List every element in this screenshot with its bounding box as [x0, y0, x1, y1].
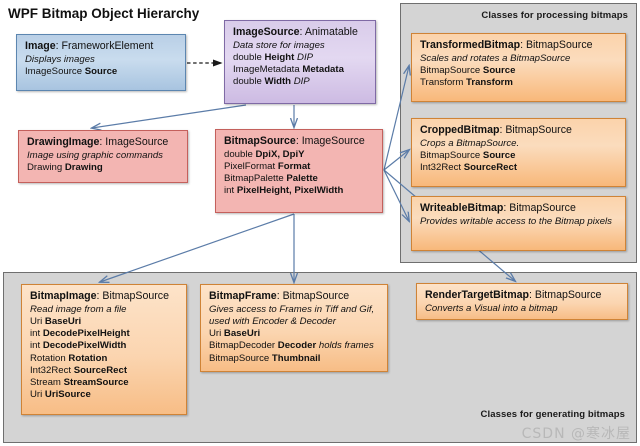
class-name-writeablebitmap: WriteableBitmap: [420, 202, 504, 214]
class-member-imagesource-2: double Width DIP: [233, 76, 310, 88]
class-member-bitmapimage-4: Int32Rect SourceRect: [30, 364, 128, 376]
class-member-bitmapimage-5: Stream StreamSource: [30, 377, 129, 389]
class-box-bitmapsource[interactable]: BitmapSource: ImageSource double DpiX, D…: [215, 129, 383, 213]
class-member-bitmapimage-1: int DecodePixelHeight: [30, 328, 130, 340]
class-desc-croppedbitmap: Crops a BitmapSource.: [420, 137, 520, 149]
class-base-writeablebitmap: : BitmapSource: [503, 202, 576, 214]
class-member-croppedbitmap-0: BitmapSource Source: [420, 149, 516, 161]
class-desc-rendertargetbitmap: Converts a Visual into a bitmap: [425, 302, 558, 314]
class-member-bitmapframe-1: BitmapDecoder Decoder holds frames: [209, 340, 374, 352]
class-base-bitmapframe: : BitmapSource: [276, 290, 350, 302]
class-title-bitmapsource: BitmapSource: ImageSource: [224, 135, 375, 149]
class-name-drawingimage: DrawingImage: [27, 136, 100, 148]
class-base-imagesource: : Animatable: [299, 26, 358, 38]
class-box-croppedbitmap[interactable]: CroppedBitmap: BitmapSource Crops a Bitm…: [411, 118, 626, 187]
class-member-bitmapsource-3: int PixelHeight, PixelWidth: [224, 185, 344, 197]
class-box-transformedbitmap[interactable]: TransformedBitmap: BitmapSource Scales a…: [411, 33, 626, 102]
class-title-writeablebitmap: WriteableBitmap: BitmapSource: [420, 202, 618, 216]
class-member-croppedbitmap-1: Int32Rect SourceRect: [420, 162, 518, 174]
class-member-bitmapimage-0: Uri BaseUri: [30, 315, 82, 327]
class-name-bitmapsource: BitmapSource: [224, 135, 296, 147]
group-label-generating: Classes for generating bitmaps: [480, 409, 625, 420]
class-box-writeablebitmap[interactable]: WriteableBitmap: BitmapSource Provides w…: [411, 196, 626, 251]
class-member-imagesource-1: ImageMetadata Metadata: [233, 64, 344, 76]
class-box-drawingimage[interactable]: DrawingImage: ImageSource Image using gr…: [18, 130, 188, 183]
class-name-bitmapframe: BitmapFrame: [209, 290, 277, 302]
class-name-image: Image: [25, 40, 56, 52]
class-title-croppedbitmap: CroppedBitmap: BitmapSource: [420, 124, 618, 138]
class-desc-bitmapframe: Gives access to Frames in Tiff and Gif, …: [209, 303, 375, 327]
class-title-rendertargetbitmap: RenderTargetBitmap: BitmapSource: [425, 289, 620, 303]
class-base-rendertargetbitmap: : BitmapSource: [529, 289, 602, 301]
class-box-imagesource[interactable]: ImageSource: Animatable Data store for i…: [224, 20, 376, 104]
class-desc-bitmapimage: Read image from a file: [30, 303, 127, 315]
class-desc-imagesource: Data store for images: [233, 39, 325, 51]
class-desc-drawingimage: Image using graphic commands: [27, 149, 163, 161]
class-member-bitmapimage-2: int DecodePixelWidth: [30, 340, 127, 352]
class-name-transformedbitmap: TransformedBitmap: [420, 39, 521, 51]
class-member-transformedbitmap-0: BitmapSource Source: [420, 64, 516, 76]
class-name-croppedbitmap: CroppedBitmap: [420, 124, 500, 136]
class-box-bitmapframe[interactable]: BitmapFrame: BitmapSource Gives access t…: [200, 284, 388, 372]
class-box-image[interactable]: Image: FrameworkElement Displays images …: [16, 34, 186, 91]
class-member-bitmapframe-2: BitmapSource Thumbnail: [209, 352, 321, 364]
class-title-imagesource: ImageSource: Animatable: [233, 26, 368, 40]
class-member-bitmapsource-1: PixelFormat Format: [224, 160, 311, 172]
class-member-drawingimage-0: Drawing Drawing: [27, 161, 103, 173]
connector-imagesource-to-drawingimage: [92, 104, 247, 128]
class-title-drawingimage: DrawingImage: ImageSource: [27, 136, 180, 150]
class-desc-image: Displays images: [25, 53, 95, 65]
page-title: WPF Bitmap Object Hierarchy: [8, 6, 200, 21]
class-base-drawingimage: : ImageSource: [99, 136, 169, 148]
class-title-image: Image: FrameworkElement: [25, 40, 178, 54]
class-base-bitmapimage: : BitmapSource: [96, 290, 169, 302]
class-title-bitmapframe: BitmapFrame: BitmapSource: [209, 290, 380, 304]
class-box-bitmapimage[interactable]: BitmapImage: BitmapSource Read image fro…: [21, 284, 187, 415]
class-base-bitmapsource: : ImageSource: [295, 135, 365, 147]
class-member-bitmapsource-0: double DpiX, DpiY: [224, 148, 305, 160]
class-member-bitmapframe-0: Uri BaseUri: [209, 328, 261, 340]
class-member-bitmapsource-2: BitmapPalette Palette: [224, 173, 318, 185]
class-desc-writeablebitmap: Provides writable access to the Bitmap p…: [420, 215, 612, 227]
class-title-bitmapimage: BitmapImage: BitmapSource: [30, 290, 179, 304]
class-box-rendertargetbitmap[interactable]: RenderTargetBitmap: BitmapSource Convert…: [416, 283, 628, 320]
class-member-bitmapimage-6: Uri UriSource: [30, 389, 91, 401]
class-base-transformedbitmap: : BitmapSource: [520, 39, 593, 51]
class-desc-transformedbitmap: Scales and rotates a BitmapSource: [420, 52, 571, 64]
class-name-bitmapimage: BitmapImage: [30, 290, 97, 302]
class-member-imagesource-0: double Height DIP: [233, 51, 314, 63]
class-name-rendertargetbitmap: RenderTargetBitmap: [425, 289, 529, 301]
class-name-imagesource: ImageSource: [233, 26, 300, 38]
class-title-transformedbitmap: TransformedBitmap: BitmapSource: [420, 39, 618, 53]
class-member-bitmapimage-3: Rotation Rotation: [30, 352, 108, 364]
class-base-image: : FrameworkElement: [55, 40, 154, 52]
watermark: CSDN @寒冰屋: [521, 426, 631, 442]
class-member-transformedbitmap-1: Transform Transform: [420, 77, 513, 89]
class-member-image-0: ImageSource Source: [25, 65, 118, 77]
group-label-processing: Classes for processing bitmaps: [481, 10, 628, 21]
class-base-croppedbitmap: : BitmapSource: [499, 124, 572, 136]
